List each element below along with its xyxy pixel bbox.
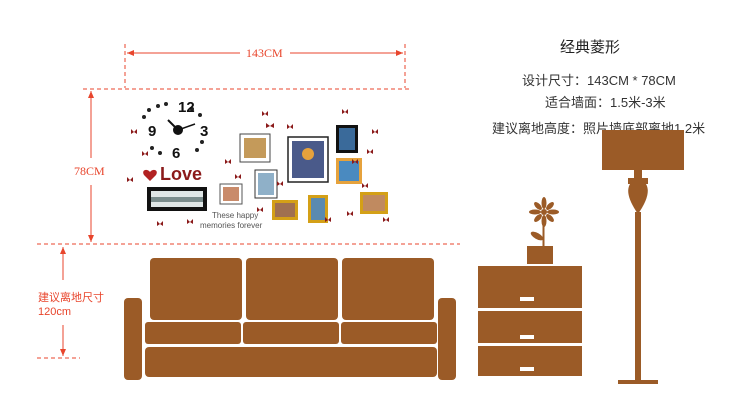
sofa-cushion-left [145, 322, 241, 344]
lamp-neck [628, 184, 648, 214]
drawer-handle-2 [520, 335, 534, 339]
clock-12: 12 [178, 99, 195, 116]
wall-art: 12 3 6 9 Love These happy m [127, 99, 389, 230]
sofa-cushion-right [341, 322, 437, 344]
clock-9: 9 [148, 123, 156, 140]
width-label: 143CM [246, 46, 283, 60]
clock-3: 3 [200, 123, 208, 140]
sofa-base [145, 347, 437, 377]
floor-lamp [602, 130, 684, 384]
clock-dots [142, 102, 204, 155]
lamp-shade [602, 130, 684, 170]
drawer-handle-3 [520, 367, 534, 371]
sofa-arm-right [438, 298, 456, 380]
spec-wall: 适合墙面：1.5米-3米 [545, 95, 666, 110]
sofa-back-right [342, 258, 434, 320]
height-label: 78CM [74, 164, 105, 178]
lamp-base [618, 380, 658, 384]
cabinet-drawer-3 [478, 346, 582, 376]
install-height-label: 建议离地尺寸 120cm [38, 291, 104, 319]
spec-size: 设计尺寸：143CM * 78CM [522, 73, 676, 88]
flower-pot [527, 197, 559, 264]
sofa-back-left [150, 258, 242, 320]
clock-6: 6 [172, 145, 180, 162]
clock-hand-minute [177, 123, 196, 131]
lamp-pole [635, 212, 641, 384]
sofa-back-middle [246, 258, 338, 320]
tagline-line1: These happy [212, 211, 258, 220]
install-height-label-line2: 120cm [38, 306, 72, 318]
drawer-handle-1 [520, 297, 534, 301]
tagline-line2: memories forever [200, 221, 263, 230]
sofa-arm-left [124, 298, 142, 380]
spec-title: 经典菱形 [560, 39, 621, 56]
install-height-label-line1: 建议离地尺寸 [38, 292, 104, 304]
heart-icon [143, 169, 157, 181]
clock-hand-hour [167, 119, 179, 131]
love-text: Love [160, 164, 202, 184]
butterflies [127, 109, 389, 226]
cabinet-drawer-1 [478, 266, 582, 308]
sofa-cushion-middle [243, 322, 339, 344]
